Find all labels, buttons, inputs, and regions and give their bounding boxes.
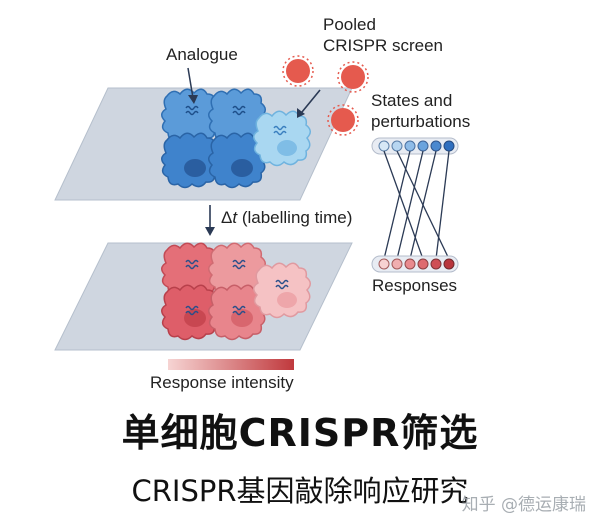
crispr-particle: [282, 55, 314, 87]
blue-cell-cluster: [160, 88, 267, 189]
response-intensity-bar: [168, 359, 294, 370]
bottom-plane-group: [54, 242, 353, 351]
crispr-arrow: [301, 89, 321, 113]
subtitle: CRISPR基因敲除响应研究: [131, 474, 469, 508]
pooled-label-line1: Pooled: [323, 15, 376, 34]
crispr-particle: [337, 61, 369, 93]
analogue-arrow: [187, 67, 194, 99]
states-node-bar: [371, 137, 459, 155]
pooled-label-line2: CRISPR screen: [323, 36, 443, 55]
crispr-particles: [282, 55, 369, 136]
main-title: 单细胞CRISPR筛选: [121, 411, 479, 455]
time-arrowhead: [205, 227, 215, 236]
crispr-arrowhead: [297, 108, 305, 118]
states-label-line1: States and: [371, 91, 452, 110]
response-intensity-label: Response intensity: [150, 373, 294, 392]
analogue-label: Analogue: [166, 45, 238, 64]
labelling-time-label: Δt (labelling time): [221, 208, 352, 227]
top-plane-group: [54, 87, 353, 201]
responding-cell: [252, 262, 312, 319]
mapping-lines: [383, 150, 450, 260]
red-cell-cluster: [160, 242, 267, 341]
analogue-arrowhead: [188, 95, 198, 104]
states-label-line2: perturbations: [371, 112, 470, 131]
responses-label: Responses: [372, 276, 457, 295]
perturbed-cell: [252, 110, 312, 167]
responses-node-bar: [371, 255, 459, 273]
crispr-particle: [327, 104, 359, 136]
watermark: 知乎 @德运康瑞: [461, 495, 586, 515]
